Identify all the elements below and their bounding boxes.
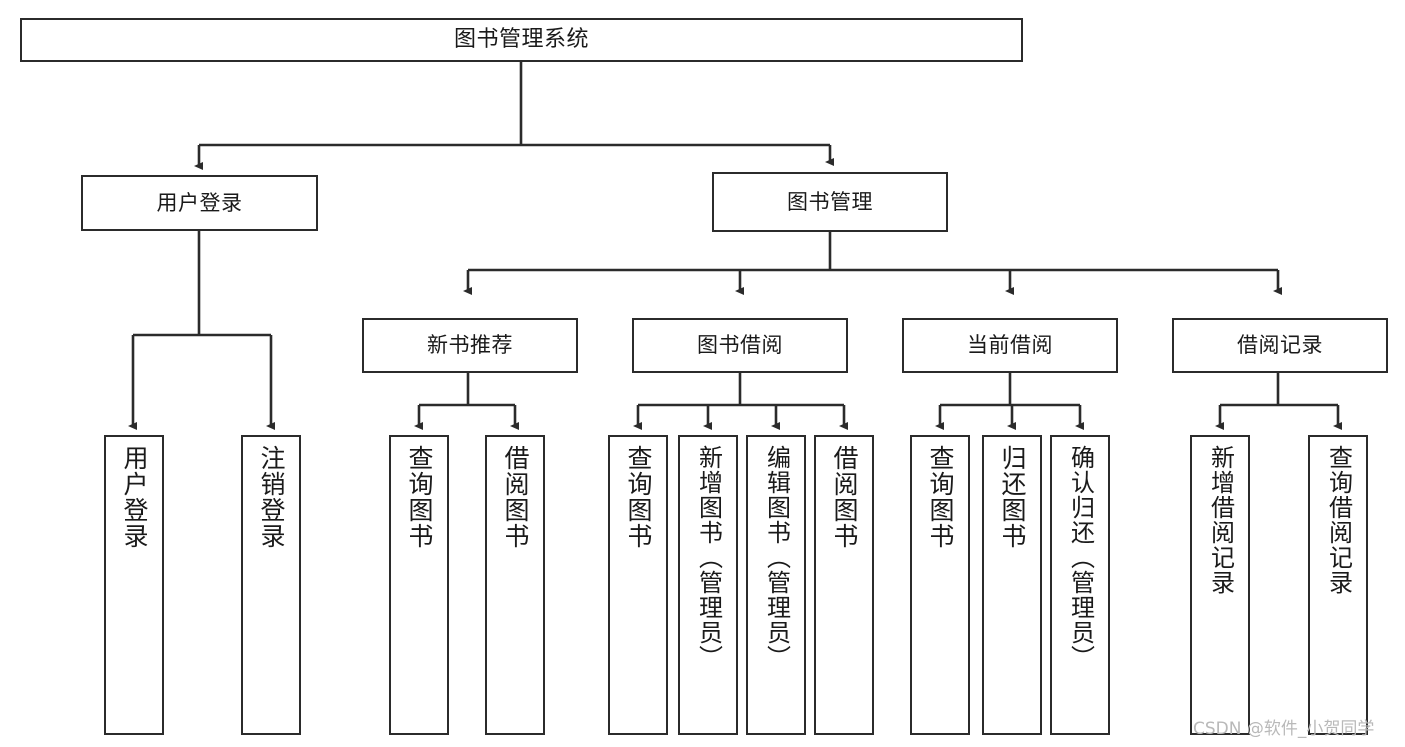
- node-book-borrow[interactable]: 图书借阅: [632, 318, 848, 373]
- node-leaf-add-record[interactable]: 新增借阅记录: [1190, 435, 1250, 735]
- node-root[interactable]: 图书管理系统: [20, 18, 1023, 62]
- node-leaf-confirm-return[interactable]: 确认归还（管理员）: [1050, 435, 1110, 735]
- node-user-login-label: 用户登录: [156, 190, 243, 215]
- node-leaf-query-record[interactable]: 查询借阅记录: [1308, 435, 1368, 735]
- node-leaf-borrow-book-new-label: 借阅图书: [501, 445, 530, 549]
- node-leaf-query-book-new-label: 查询图书: [405, 445, 434, 549]
- node-leaf-query-book-current[interactable]: 查询图书: [910, 435, 970, 735]
- node-new-book-recommend-label: 新书推荐: [427, 333, 513, 358]
- node-leaf-borrow-book-new[interactable]: 借阅图书: [485, 435, 545, 735]
- node-current-borrow[interactable]: 当前借阅: [902, 318, 1118, 373]
- node-leaf-user-logout[interactable]: 注销登录: [241, 435, 301, 735]
- node-leaf-add-book-label: 新增图书（管理员）: [694, 445, 723, 670]
- node-leaf-query-book-borrow-label: 查询图书: [624, 445, 653, 549]
- node-book-borrow-label: 图书借阅: [697, 333, 783, 358]
- node-leaf-confirm-return-label: 确认归还（管理员）: [1066, 445, 1095, 670]
- node-leaf-return-book-label: 归还图书: [998, 445, 1027, 549]
- node-leaf-user-login-label: 用户登录: [120, 445, 149, 549]
- node-leaf-add-record-label: 新增借阅记录: [1206, 445, 1235, 595]
- node-leaf-query-book-new[interactable]: 查询图书: [389, 435, 449, 735]
- node-leaf-add-book[interactable]: 新增图书（管理员）: [678, 435, 738, 735]
- node-leaf-query-book-current-label: 查询图书: [926, 445, 955, 549]
- node-user-login[interactable]: 用户登录: [81, 175, 318, 231]
- node-leaf-edit-book[interactable]: 编辑图书（管理员）: [746, 435, 806, 735]
- node-book-manage[interactable]: 图书管理: [712, 172, 948, 232]
- node-book-manage-label: 图书管理: [787, 189, 873, 214]
- node-new-book-recommend[interactable]: 新书推荐: [362, 318, 578, 373]
- node-leaf-borrow-book[interactable]: 借阅图书: [814, 435, 874, 735]
- node-current-borrow-label: 当前借阅: [967, 333, 1053, 358]
- node-leaf-user-login[interactable]: 用户登录: [104, 435, 164, 735]
- node-root-label: 图书管理系统: [453, 27, 589, 53]
- node-borrow-record[interactable]: 借阅记录: [1172, 318, 1388, 373]
- node-leaf-return-book[interactable]: 归还图书: [982, 435, 1042, 735]
- node-leaf-borrow-book-label: 借阅图书: [830, 445, 859, 549]
- csdn-watermark: CSDN @软件_小贺同学: [1193, 719, 1375, 739]
- node-leaf-edit-book-label: 编辑图书（管理员）: [762, 445, 791, 670]
- node-leaf-user-logout-label: 注销登录: [257, 445, 286, 549]
- node-leaf-query-record-label: 查询借阅记录: [1324, 445, 1353, 595]
- node-borrow-record-label: 借阅记录: [1237, 333, 1323, 358]
- node-leaf-query-book-borrow[interactable]: 查询图书: [608, 435, 668, 735]
